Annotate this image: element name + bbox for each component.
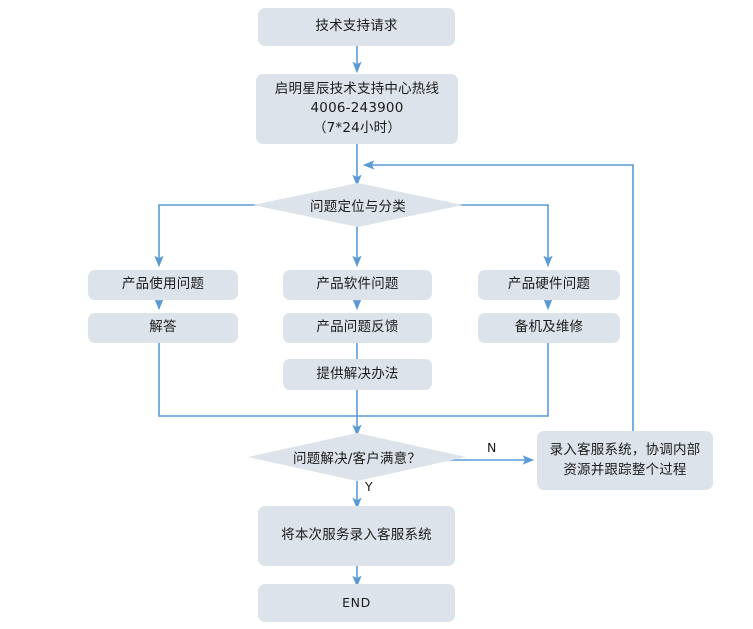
edge-triage-to-hardware [457, 204, 553, 268]
node-request[interactable]: 技术支持请求 [258, 8, 455, 46]
node-record-service[interactable]: 将本次服务录入客服系统 [258, 506, 455, 566]
edge-answer-to-merge [158, 343, 357, 417]
node-usage-issue[interactable]: 产品使用问题 [88, 270, 238, 300]
node-hardware-issue[interactable]: 产品硬件问题 [478, 270, 620, 300]
edge-escalate-feedback-loop [362, 160, 634, 431]
edge-triage-to-usage [154, 204, 259, 268]
node-spare-and-repair[interactable]: 备机及维修 [478, 313, 620, 343]
node-provide-solution[interactable]: 提供解决办法 [283, 359, 432, 390]
edge-label-no: N [487, 440, 497, 455]
node-escalate-to-service-system[interactable]: 录入客服系统，协调内部 资源并跟踪整个过程 [537, 431, 713, 490]
node-issue-feedback[interactable]: 产品问题反馈 [283, 313, 432, 343]
node-software-issue[interactable]: 产品软件问题 [283, 270, 432, 300]
edge-label-yes: Y [365, 479, 374, 494]
node-end[interactable]: END [258, 584, 455, 622]
edge-spare-to-merge [357, 343, 549, 417]
node-answer[interactable]: 解答 [88, 313, 238, 343]
node-hotline[interactable]: 启明星辰技术支持中心热线 4006-243900 （7*24小时） [256, 74, 458, 144]
